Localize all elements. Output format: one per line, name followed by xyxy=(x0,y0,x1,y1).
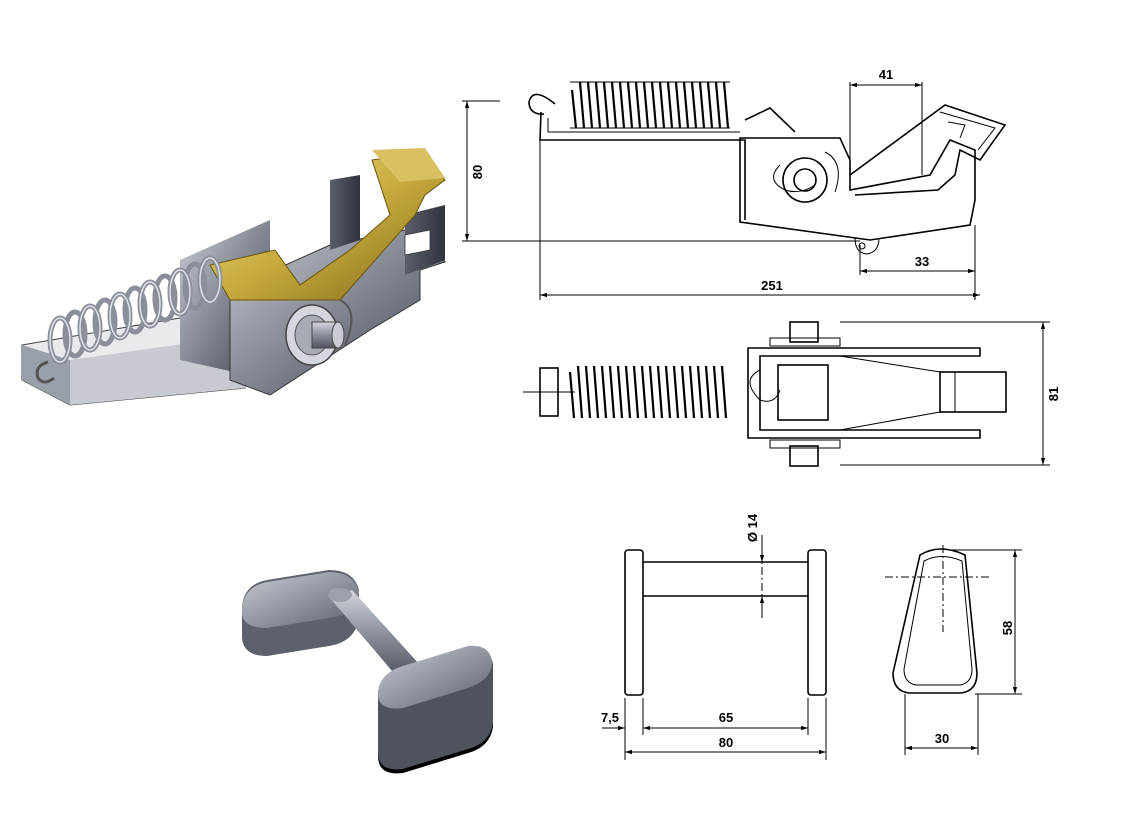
dim-80: 80 xyxy=(470,165,485,179)
latch-3d-render xyxy=(21,148,446,406)
pin-front-view-drawing: Ø 14 65 7,5 80 xyxy=(601,513,827,760)
dim-58: 58 xyxy=(1000,621,1015,635)
dim-81: 81 xyxy=(1046,387,1061,401)
pin-side-view-drawing: 58 30 xyxy=(885,545,1022,755)
side-view-spring xyxy=(528,81,730,129)
dim-65: 65 xyxy=(719,710,733,725)
dim-41: 41 xyxy=(879,67,893,82)
top-view-drawing: 81 xyxy=(523,321,1061,467)
side-view-drawing: 41 80 33 251 xyxy=(462,67,1007,300)
dim-7-5: 7,5 xyxy=(601,710,619,725)
dim-30: 30 xyxy=(935,731,949,746)
dim-diameter-14: Ø 14 xyxy=(745,513,760,542)
dim-80-pin: 80 xyxy=(719,735,733,750)
pin-3d-render xyxy=(242,570,493,774)
dim-251: 251 xyxy=(761,278,783,293)
dim-33: 33 xyxy=(915,254,929,269)
